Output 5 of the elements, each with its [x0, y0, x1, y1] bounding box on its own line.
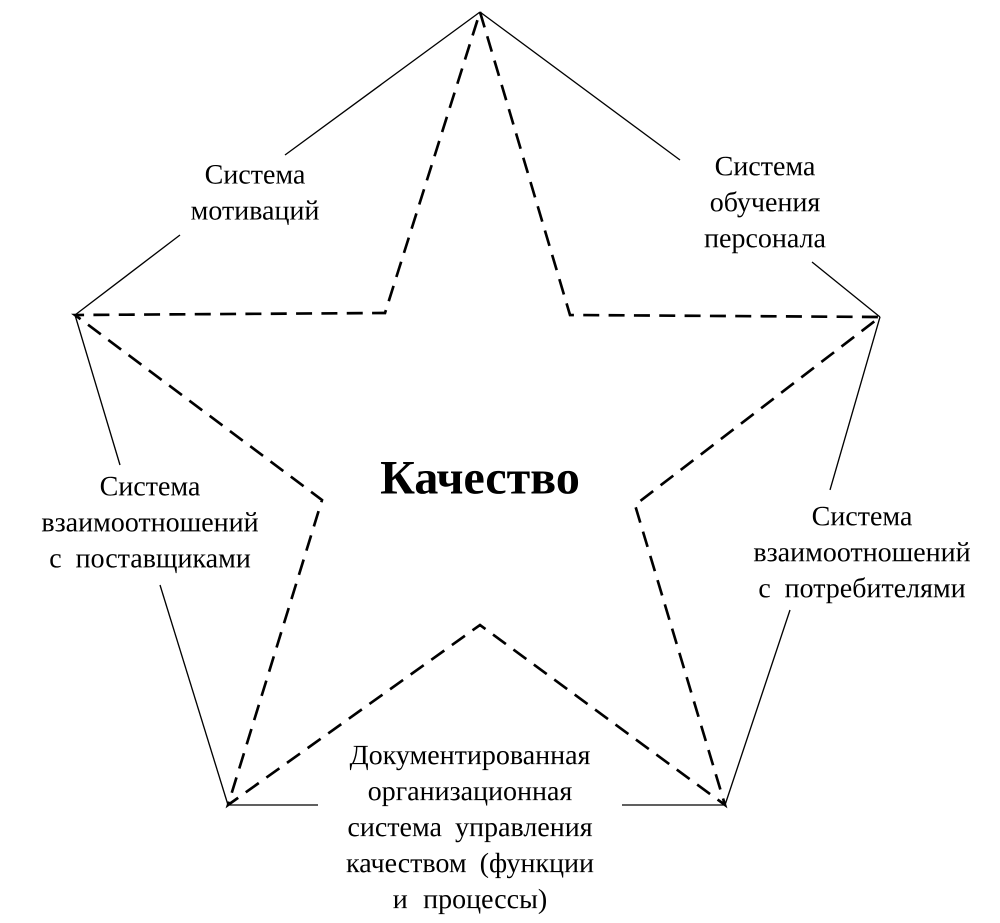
side-label: Система взаимоотношений с поставщиками	[42, 476, 258, 574]
side-label: Система мотиваций	[191, 165, 319, 225]
side-label: Система обучения персонала	[704, 156, 826, 254]
side-label: Документированная организационная система управления качеством (функции и процессы)	[346, 746, 594, 914]
side-label: Система взаимоотношений с потребителями	[754, 506, 970, 604]
